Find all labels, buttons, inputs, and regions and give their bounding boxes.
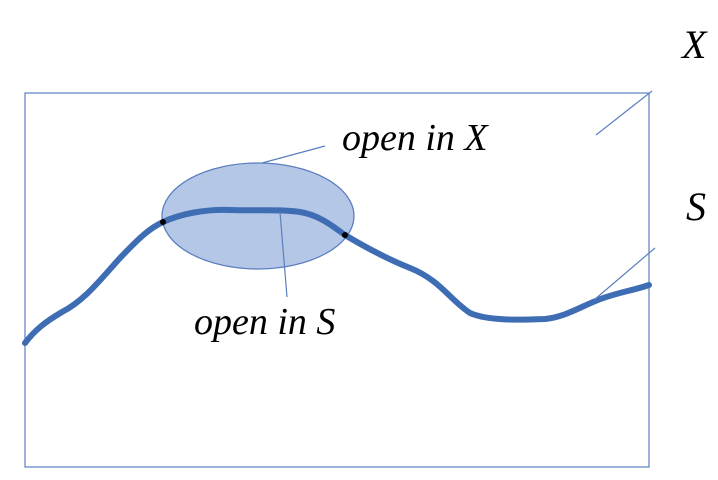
label-space-x: X — [680, 22, 708, 67]
label-open-in-x: open in X — [342, 117, 489, 159]
boundary-point-left — [160, 219, 166, 225]
leader-line-x — [595, 90, 653, 136]
space-x-frame — [24, 92, 650, 468]
label-open-in-s: open in S — [194, 301, 335, 343]
leader-line-open-in-s — [279, 211, 288, 298]
leader-line-s — [593, 247, 656, 301]
boundary-point-right — [342, 232, 348, 238]
subspace-s-curve — [22, 206, 652, 346]
label-subspace-s: S — [686, 184, 706, 229]
leader-line-open-in-x — [261, 145, 326, 164]
open-set-ellipse — [161, 162, 355, 270]
